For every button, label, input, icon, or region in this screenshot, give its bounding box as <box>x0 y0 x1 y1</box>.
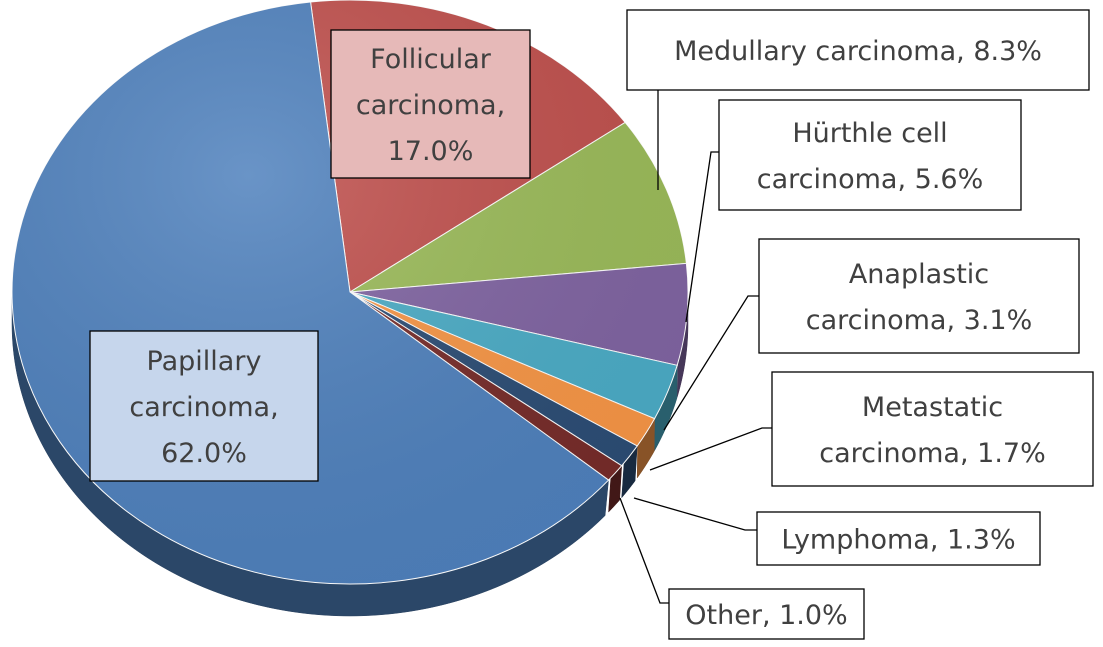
data-label-text: carcinoma, 1.7% <box>819 438 1045 469</box>
leader-line-5 <box>633 497 757 531</box>
leader-line-3 <box>663 295 759 431</box>
data-label-box <box>626 9 1090 91</box>
data-label-text: Papillary <box>147 346 262 377</box>
data-label-box <box>718 99 1022 211</box>
leader-line-2 <box>685 151 719 323</box>
data-label-h-rthle-cell-carcinoma: Hürthle cell carcinoma, 5.6% <box>718 99 1022 211</box>
data-label-box <box>771 371 1094 487</box>
data-label-text: Anaplastic <box>849 259 989 290</box>
data-label-text: 17.0% <box>388 136 474 167</box>
data-label-text: carcinoma, <box>356 90 505 121</box>
data-label-anaplastic-carcinoma: Anaplastic carcinoma, 3.1% <box>758 238 1080 354</box>
leader-line-4 <box>649 427 772 471</box>
data-label-text: Metastatic <box>862 392 1003 423</box>
data-label-box <box>89 330 319 482</box>
data-label-papillary-carcinoma: Papillary carcinoma, 62.0% <box>89 330 319 482</box>
data-label-lymphoma: Lymphoma, 1.3% <box>756 511 1041 566</box>
data-label-text: carcinoma, 3.1% <box>806 305 1032 336</box>
data-label-text: Hürthle cell <box>792 118 947 149</box>
data-label-other: Other, 1.0% <box>668 588 865 640</box>
data-label-medullary-carcinoma: Medullary carcinoma, 8.3% <box>626 9 1090 91</box>
data-label-follicular-carcinoma: Follicular carcinoma, 17.0% <box>330 29 531 179</box>
data-label-box <box>330 29 531 179</box>
data-label-text: 62.0% <box>161 438 247 469</box>
data-label-text: carcinoma, 5.6% <box>757 164 983 195</box>
data-label-box <box>668 588 865 640</box>
data-label-metastatic-carcinoma: Metastatic carcinoma, 1.7% <box>771 371 1094 487</box>
data-label-box <box>758 238 1080 354</box>
data-label-box <box>756 511 1041 566</box>
data-label-text: carcinoma, <box>129 392 278 423</box>
data-label-text: Follicular <box>370 44 492 75</box>
data-label-text: Other, 1.0% <box>685 600 847 631</box>
data-label-text: Lymphoma, 1.3% <box>781 525 1015 556</box>
leader-line-6 <box>619 497 669 604</box>
data-label-text: Medullary carcinoma, 8.3% <box>674 36 1042 67</box>
